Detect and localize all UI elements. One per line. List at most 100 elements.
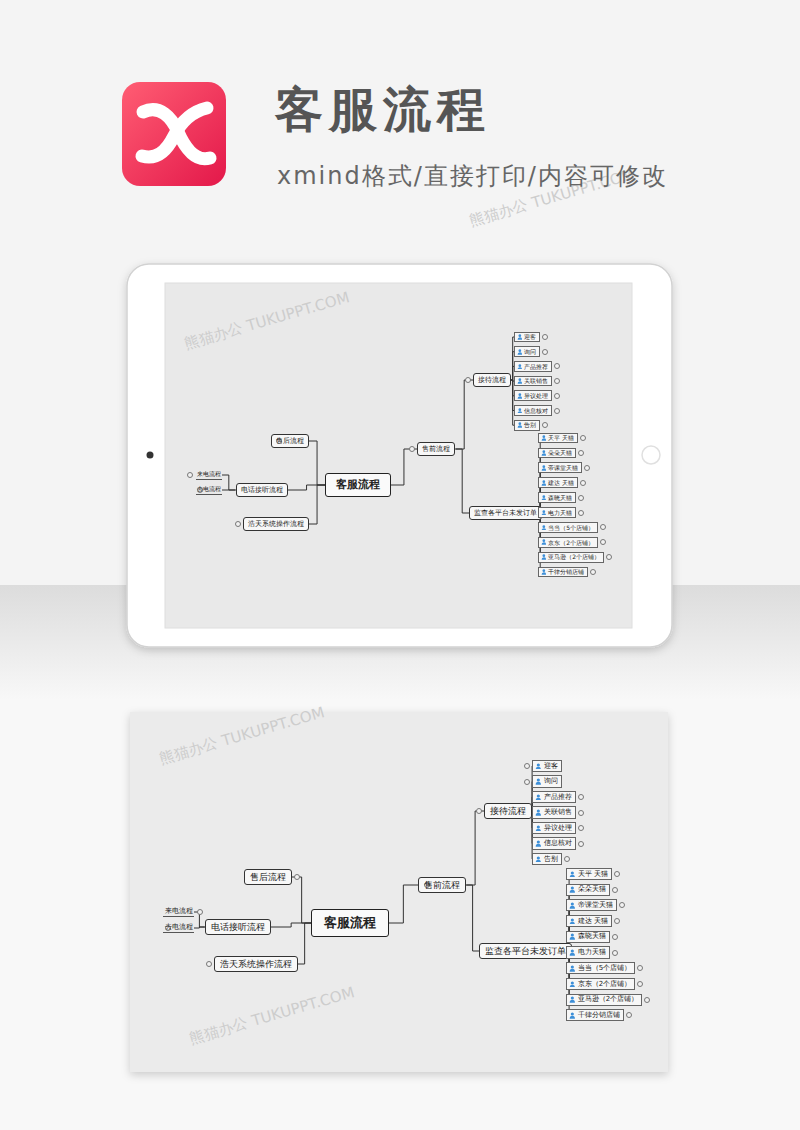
person-icon (541, 525, 547, 531)
collapse-marker (578, 794, 584, 800)
person-icon (541, 435, 547, 441)
leaf-topic: 亚马逊（2个店铺） (566, 994, 642, 1006)
subtopic-label: 去电流程 (196, 485, 222, 494)
person-icon-shape (535, 825, 542, 832)
topic-text: 接待流程 (490, 806, 526, 817)
collapse-marker (578, 810, 584, 816)
person-icon (517, 334, 523, 340)
person-icon-shape (569, 933, 576, 940)
branch-line (511, 380, 514, 425)
person-icon (541, 539, 547, 545)
collapse-marker (294, 874, 300, 880)
topic-text: 浩天系统操作流程 (220, 959, 292, 970)
topic-text: 异议处理 (524, 392, 548, 400)
topic-text: 告别 (524, 421, 536, 429)
topic-box: 浩天系统操作流程 (214, 956, 298, 973)
leaf-topic: 异议处理 (514, 390, 552, 401)
topic-text: 接待流程 (478, 376, 506, 385)
topic-text: 森晓天猫 (548, 494, 572, 502)
person-icon-shape (541, 450, 547, 456)
topic-text: 来电流程 (197, 470, 221, 478)
leaf-topic: 电力天猫 (566, 946, 610, 958)
topic-text: 帝课堂天猫 (548, 464, 578, 472)
person-icon-shape (569, 981, 576, 988)
collapse-marker (584, 465, 590, 471)
person-icon (535, 825, 542, 832)
leaf-topic: 当当（5个店铺） (538, 522, 598, 533)
person-icon-shape (541, 539, 547, 545)
topic-text: 信息核对 (544, 839, 572, 848)
collapse-marker (554, 408, 560, 414)
person-icon-shape (535, 840, 542, 847)
topic-text: 产品推荐 (544, 793, 572, 802)
person-icon (535, 840, 542, 847)
person-icon (569, 996, 576, 1003)
person-icon (535, 856, 542, 863)
person-icon-shape (535, 856, 542, 863)
topic-box: 售后流程 (244, 869, 292, 886)
collapse-marker (578, 841, 584, 847)
subtopic-label: 来电流程 (196, 470, 222, 479)
person-icon (535, 763, 542, 770)
topic-box: 浩天系统操作流程 (243, 517, 309, 531)
person-icon-shape (569, 918, 576, 925)
collapse-marker (600, 524, 606, 530)
topic-text: 电力天猫 (578, 948, 606, 957)
central-topic: 客服流程 (311, 909, 388, 936)
person-icon-shape (517, 422, 523, 428)
topic-text: 关联销售 (544, 808, 572, 817)
collapse-marker (524, 779, 530, 785)
branch-line (271, 923, 311, 927)
leaf-topic: 关联销售 (532, 806, 576, 818)
branch-line (222, 475, 236, 490)
person-icon-shape (569, 965, 576, 972)
person-icon-shape (517, 334, 523, 340)
person-icon (517, 364, 523, 370)
person-icon (569, 981, 576, 988)
leaf-topic: 电力天猫 (538, 507, 576, 518)
topic-text: 亚马逊（2个店铺） (578, 995, 638, 1004)
topic-text: 异议处理 (544, 824, 572, 833)
collapse-marker (542, 334, 548, 340)
collapse-marker (606, 554, 612, 560)
topic-text: 京东（2个店铺） (578, 980, 631, 989)
leaf-topic: 信息核对 (514, 405, 552, 416)
branch-line (466, 885, 479, 951)
tablet-screen (165, 283, 632, 628)
person-icon (569, 918, 576, 925)
leaf-topic: 森晓天猫 (566, 931, 610, 943)
collapse-marker (600, 539, 606, 545)
leaf-topic: 告别 (532, 853, 562, 865)
person-icon-shape (517, 378, 523, 384)
subtopic-label: 去电流程 (163, 923, 194, 933)
branch-line (309, 441, 325, 485)
topic-text: 监查各平台未发订单 (474, 509, 537, 518)
collapse-marker (542, 349, 548, 355)
topic-text: 天平 天猫 (548, 434, 574, 442)
topic-text: 京东（2个店铺） (548, 539, 594, 547)
leaf-topic: 信息核对 (532, 837, 576, 849)
person-icon-shape (535, 809, 542, 816)
collapse-marker (554, 393, 560, 399)
leaf-topic: 帝课堂天猫 (538, 462, 582, 473)
topic-box: 电话接听流程 (236, 483, 288, 497)
leaf-topic: 产品推荐 (514, 361, 552, 372)
leaf-topic: 产品推荐 (532, 791, 576, 803)
leaf-topic: 朵朵天猫 (538, 448, 576, 459)
person-icon (535, 809, 542, 816)
topic-text: 监查各平台未发订单 (485, 946, 566, 957)
branch-line (389, 885, 418, 923)
person-icon (535, 794, 542, 801)
person-icon (569, 902, 576, 909)
topic-text: 去电流程 (165, 923, 193, 932)
topic-box: 售前流程 (417, 442, 455, 456)
leaf-topic: 询问 (514, 346, 540, 357)
topic-text: 电力天猫 (548, 509, 572, 517)
person-icon-shape (535, 763, 542, 770)
person-icon-shape (569, 902, 576, 909)
person-icon (517, 378, 523, 384)
app-logo (122, 82, 226, 186)
topic-text: 售前流程 (424, 880, 460, 891)
person-icon (517, 422, 523, 428)
leaf-topic: 询问 (532, 775, 562, 787)
